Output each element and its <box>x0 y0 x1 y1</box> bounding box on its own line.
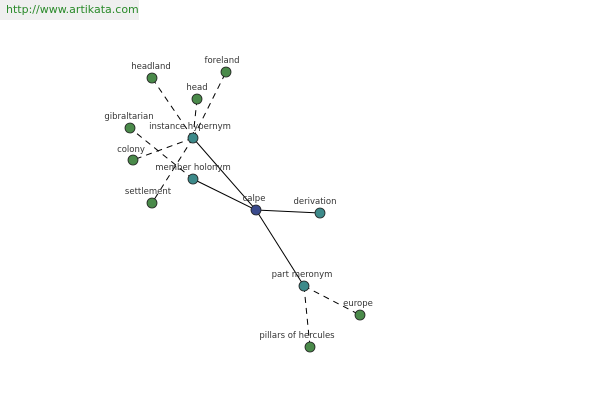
label-europe: europe <box>343 299 373 309</box>
edge-member-holonym-gibraltarian <box>129 127 194 180</box>
node-derivation[interactable] <box>314 207 326 219</box>
label-gibraltarian: gibraltarian <box>104 112 153 122</box>
label-headland: headland <box>131 62 171 72</box>
edge-instance-hypernym-foreland <box>192 71 227 139</box>
edge-calpe-part-meronym <box>255 209 305 287</box>
label-foreland: foreland <box>204 56 239 66</box>
label-member-holonym: member holonym <box>155 163 230 173</box>
label-settlement: settlement <box>125 187 172 197</box>
node-head[interactable] <box>191 93 203 105</box>
label-colony: colony <box>117 145 145 155</box>
node-europe[interactable] <box>354 309 366 321</box>
label-instance-hypernym: instance hypernym <box>149 122 231 132</box>
node-gibraltarian[interactable] <box>124 122 136 134</box>
graph-labels: headland foreland head gibraltarian colony se… <box>104 56 372 341</box>
edge-calpe-member-holonym <box>192 178 257 211</box>
node-pillars-of-hercules[interactable] <box>304 341 316 353</box>
node-headland[interactable] <box>146 72 158 84</box>
node-member-holonym[interactable] <box>187 173 199 185</box>
node-instance-hypernym[interactable] <box>187 132 199 144</box>
label-head: head <box>186 83 207 93</box>
graph-nodes <box>124 66 366 353</box>
label-derivation: derivation <box>293 197 336 207</box>
label-pillars-of-hercules: pillars of hercules <box>259 331 335 341</box>
label-part-meronym: part meronym <box>272 270 333 280</box>
node-colony[interactable] <box>127 154 139 166</box>
node-calpe[interactable] <box>250 204 262 216</box>
node-foreland[interactable] <box>220 66 232 78</box>
edge-instance-hypernym-headland <box>151 77 194 139</box>
node-part-meronym[interactable] <box>298 280 310 292</box>
source-url-watermark: http://www.artikata.com <box>0 0 139 20</box>
node-settlement[interactable] <box>146 197 158 209</box>
label-calpe: calpe <box>243 194 266 204</box>
edge-instance-hypernym-head <box>192 98 198 139</box>
edge-instance-hypernym-settlement <box>151 137 194 204</box>
edge-calpe-derivation <box>255 209 321 214</box>
graph-edges <box>129 71 361 348</box>
edge-calpe-instance-hypernym <box>192 137 257 211</box>
